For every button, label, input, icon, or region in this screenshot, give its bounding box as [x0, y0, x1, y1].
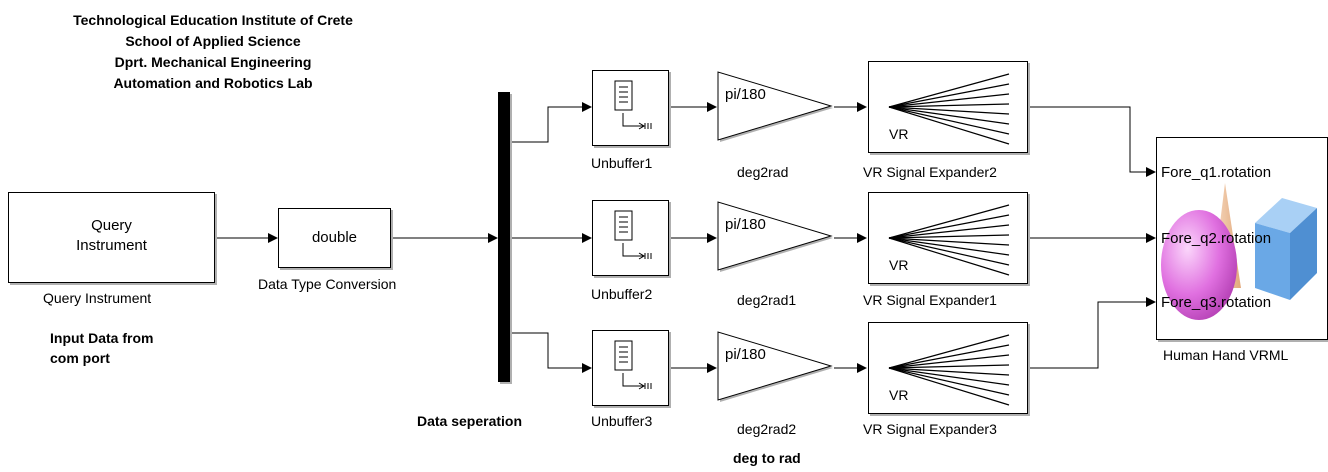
unbuffer2-caption: Unbuffer2: [591, 286, 653, 302]
unbuffer3-caption: Unbuffer3: [591, 413, 653, 429]
data-type-conversion-block[interactable]: double: [278, 208, 391, 268]
gain2-caption: deg2rad1: [737, 292, 797, 308]
header-line-4: Automation and Robotics Lab: [113, 75, 313, 91]
institution-header: Technological Education Institute of Cre…: [30, 10, 396, 94]
query-block-text-1: Query: [91, 217, 132, 234]
expander2-vr-text: VR: [889, 126, 909, 142]
query-block-text-2: Instrument: [76, 237, 147, 254]
expander1-vr-text: VR: [889, 257, 909, 273]
header-line-2: School of Applied Science: [125, 33, 301, 49]
input-note-line-2: com port: [50, 350, 110, 366]
signal-expander-icon: [888, 204, 1010, 276]
unbuffer2-block[interactable]: [592, 200, 669, 276]
wire-demux-to-unbuffer3[interactable]: [512, 332, 592, 373]
query-instrument-caption: Query Instrument: [43, 290, 152, 306]
gain-triangle-shape: [717, 201, 833, 272]
signal-expander-icon: [888, 73, 1010, 145]
gain-triangle-shape: [717, 331, 833, 402]
gain-block-2[interactable]: pi/180: [717, 200, 835, 276]
vrml-caption: Human Hand VRML: [1163, 347, 1289, 363]
expander1-caption: VR Signal Expander1: [863, 292, 997, 308]
wire-expander2-to-vrml[interactable]: [1028, 106, 1156, 177]
unbuffer3-block[interactable]: [592, 330, 669, 406]
gain-note: deg to rad: [733, 450, 801, 466]
header-line-1: Technological Education Institute of Cre…: [73, 12, 353, 28]
expander3-caption: VR Signal Expander3: [863, 421, 997, 437]
header-line-3: Dprt. Mechanical Engineering: [114, 54, 312, 70]
gain3-caption: deg2rad2: [737, 421, 797, 437]
wire-expander3-to-vrml[interactable]: [1028, 297, 1156, 369]
demux-bar[interactable]: [498, 92, 510, 382]
gain-block-1[interactable]: pi/180: [717, 70, 835, 146]
vrml-scene-icon: [1161, 183, 1317, 320]
gain-block-3[interactable]: pi/180: [717, 330, 835, 406]
vrml-port-q1: Fore_q1.rotation: [1161, 164, 1272, 181]
gain-triangle-shape: [717, 71, 833, 142]
vr-signal-expander3-block[interactable]: VR: [868, 322, 1028, 414]
gain-value-2: pi/180: [725, 216, 766, 233]
unbuffer-icon: [614, 210, 652, 260]
wire-demux-to-unbuffer1[interactable]: [512, 102, 592, 143]
conversion-block-text: double: [311, 229, 358, 246]
gain1-caption: deg2rad: [737, 164, 789, 180]
signal-expander-icon: [888, 334, 1010, 406]
input-note-line-1: Input Data from: [50, 330, 154, 346]
unbuffer1-block[interactable]: [592, 70, 669, 146]
unbuffer1-caption: Unbuffer1: [591, 155, 653, 171]
human-hand-vrml-block[interactable]: Fore_q1.rotation Fore_q2.rotation Fore_q…: [1156, 137, 1328, 340]
conversion-caption: Data Type Conversion: [258, 276, 397, 292]
unbuffer-icon: [614, 340, 652, 390]
vrml-port-q3: Fore_q3.rotation: [1161, 294, 1272, 311]
vrml-port-q2: Fore_q2.rotation: [1161, 230, 1272, 247]
unbuffer-icon: [614, 80, 652, 130]
expander2-caption: VR Signal Expander2: [863, 164, 997, 180]
expander3-vr-text: VR: [889, 387, 909, 403]
gain-value-3: pi/180: [725, 346, 766, 363]
query-instrument-block[interactable]: Query Instrument: [8, 192, 215, 283]
gain-value-1: pi/180: [725, 86, 766, 103]
demux-note: Data seperation: [417, 413, 523, 429]
vr-signal-expander2-block[interactable]: VR: [868, 61, 1028, 153]
vr-signal-expander1-block[interactable]: VR: [868, 192, 1028, 284]
